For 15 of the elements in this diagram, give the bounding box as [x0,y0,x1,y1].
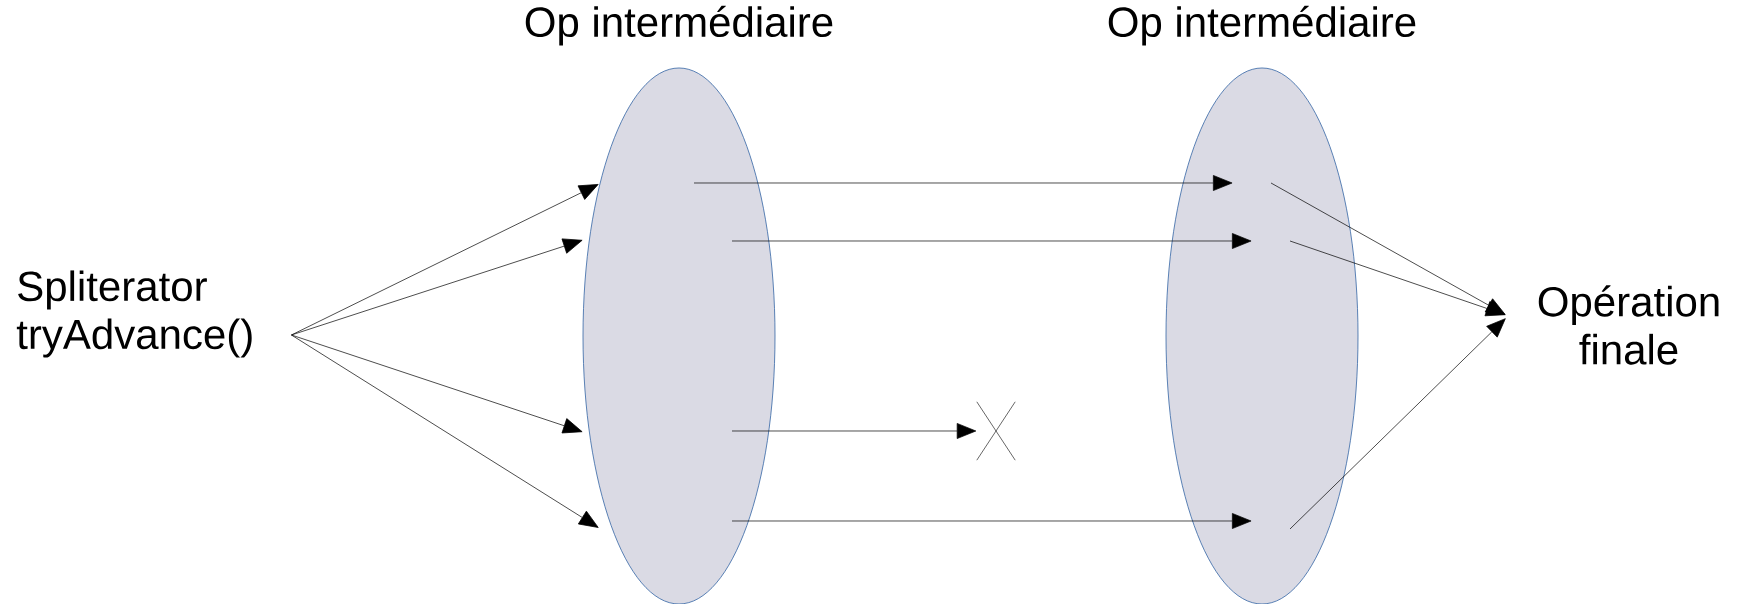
arrow [291,238,583,336]
label-text: Spliterator tryAdvance() [16,270,252,358]
arrow [291,334,583,434]
arrow [291,334,599,528]
cross-mark [976,401,1016,461]
heading: Op intermédiaire [525,5,833,46]
arrow [693,175,1233,191]
arrow [731,233,1252,249]
arrow [291,184,599,336]
arrow [731,513,1252,529]
label-text: Opération finale [1538,285,1719,365]
heading: Op intermédiaire [1108,5,1416,46]
arrow [1289,318,1506,530]
arrow [1289,240,1506,317]
arrow [731,423,977,439]
